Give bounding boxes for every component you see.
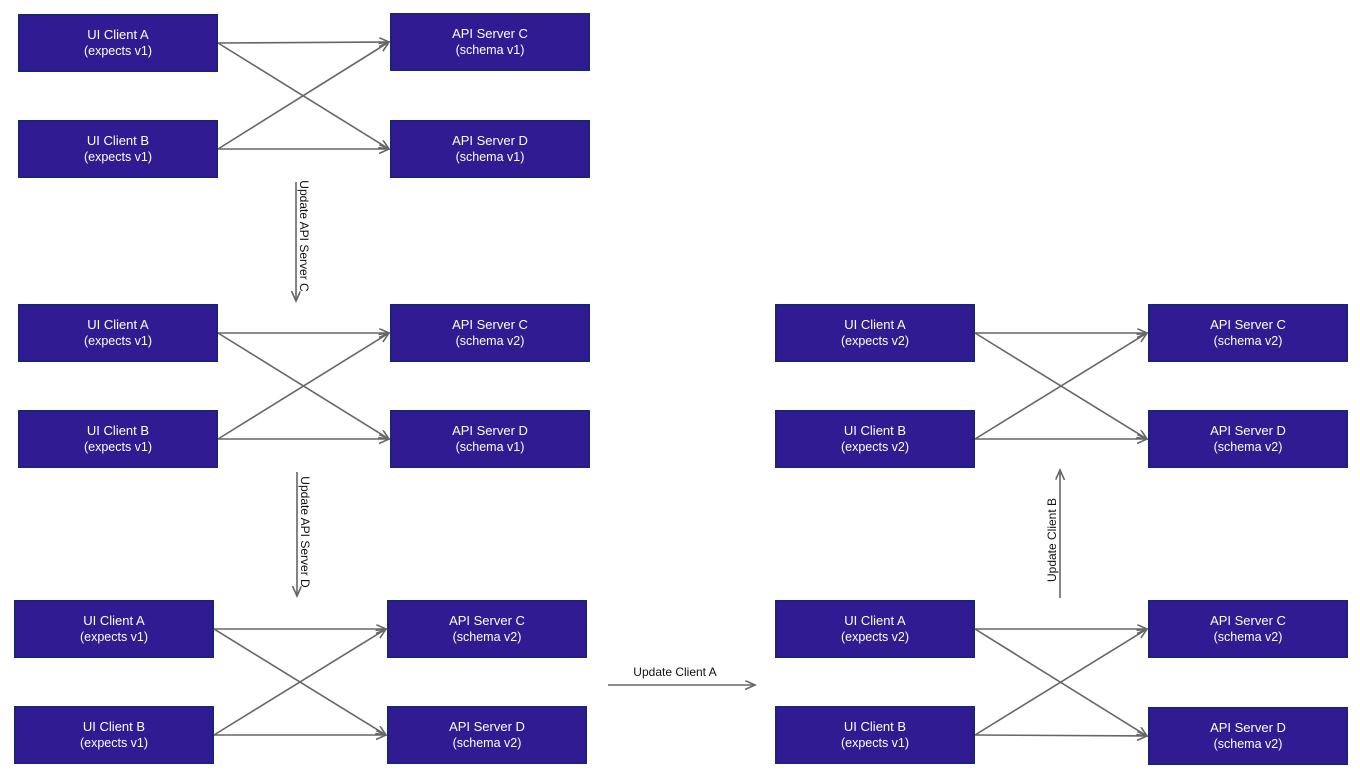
node-subtitle: (schema v2)	[452, 736, 522, 750]
node-s3-ui-client-b: UI Client B (expects v1)	[14, 706, 214, 764]
node-title: API Server C	[449, 613, 525, 628]
transition-label-update-client-b: Update Client B	[1045, 497, 1059, 583]
node-subtitle: (expects v1)	[83, 150, 153, 164]
edge-s5-ui-client-b-to-api-server-c	[974, 333, 1147, 440]
node-subtitle: (schema v1)	[455, 43, 525, 57]
node-title: API Server D	[452, 423, 528, 438]
edge-s1-ui-client-a-to-api-server-c	[217, 42, 389, 43]
node-subtitle: (expects v2)	[840, 630, 910, 644]
node-title: API Server D	[449, 719, 525, 734]
node-title: UI Client B	[86, 423, 150, 438]
node-s5-api-server-d: API Server D (schema v2)	[1148, 410, 1348, 468]
node-subtitle: (expects v1)	[79, 630, 149, 644]
node-s4-ui-client-a: UI Client A (expects v2)	[775, 600, 975, 658]
node-subtitle: (schema v2)	[455, 334, 525, 348]
node-title: API Server D	[452, 133, 528, 148]
node-s2-api-server-c: API Server C (schema v2)	[390, 304, 590, 362]
node-title: API Server C	[1210, 317, 1286, 332]
node-s4-ui-client-b: UI Client B (expects v1)	[775, 706, 975, 764]
node-s2-ui-client-b: UI Client B (expects v1)	[18, 410, 218, 468]
node-subtitle: (expects v1)	[79, 736, 149, 750]
node-title: UI Client B	[86, 133, 150, 148]
node-title: UI Client A	[83, 613, 145, 628]
edge-s2-ui-client-b-to-api-server-c	[217, 333, 389, 440]
node-title: UI Client B	[843, 423, 907, 438]
node-title: API Server C	[452, 317, 528, 332]
node-s1-ui-client-a: UI Client A (expects v1)	[18, 14, 218, 72]
node-title: UI Client B	[843, 719, 907, 734]
node-s2-api-server-d: API Server D (schema v1)	[390, 410, 590, 468]
node-subtitle: (schema v1)	[455, 440, 525, 454]
node-subtitle: (expects v2)	[840, 440, 910, 454]
edge-s4-ui-client-b-to-api-server-d	[974, 735, 1147, 736]
node-subtitle: (schema v2)	[1213, 737, 1283, 751]
node-s3-api-server-c: API Server C (schema v2)	[387, 600, 587, 658]
node-subtitle: (schema v2)	[1213, 630, 1283, 644]
node-subtitle: (schema v2)	[1213, 440, 1283, 454]
node-subtitle: (schema v2)	[1213, 334, 1283, 348]
edge-s4-ui-client-b-to-api-server-c	[974, 629, 1147, 736]
node-s1-api-server-c: API Server C (schema v1)	[390, 13, 590, 71]
node-title: UI Client A	[844, 317, 906, 332]
node-s5-api-server-c: API Server C (schema v2)	[1148, 304, 1348, 362]
node-title: API Server C	[452, 26, 528, 41]
transition-label-update-api-server-c: Update API Server C	[297, 180, 311, 292]
node-title: UI Client A	[87, 27, 149, 42]
node-title: UI Client A	[844, 613, 906, 628]
transition-label-update-client-a: Update Client A	[633, 665, 717, 679]
node-s1-api-server-d: API Server D (schema v1)	[390, 120, 590, 178]
node-title: API Server D	[1210, 720, 1286, 735]
transition-label-update-api-server-d: Update API Server D	[298, 476, 312, 588]
edge-s3-ui-client-b-to-api-server-c	[213, 629, 386, 736]
node-s2-ui-client-a: UI Client A (expects v1)	[18, 304, 218, 362]
node-title: UI Client B	[82, 719, 146, 734]
edge-s1-ui-client-b-to-api-server-c	[217, 42, 389, 150]
node-s5-ui-client-b: UI Client B (expects v2)	[775, 410, 975, 468]
node-s3-api-server-d: API Server D (schema v2)	[387, 706, 587, 764]
node-s1-ui-client-b: UI Client B (expects v1)	[18, 120, 218, 178]
node-subtitle: (expects v1)	[83, 44, 153, 58]
node-title: API Server C	[1210, 613, 1286, 628]
node-s3-ui-client-a: UI Client A (expects v1)	[14, 600, 214, 658]
node-subtitle: (schema v2)	[452, 630, 522, 644]
node-subtitle: (schema v1)	[455, 150, 525, 164]
node-subtitle: (expects v1)	[840, 736, 910, 750]
node-subtitle: (expects v2)	[840, 334, 910, 348]
node-s4-api-server-c: API Server C (schema v2)	[1148, 600, 1348, 658]
node-title: UI Client A	[87, 317, 149, 332]
node-title: API Server D	[1210, 423, 1286, 438]
node-subtitle: (expects v1)	[83, 334, 153, 348]
node-s5-ui-client-a: UI Client A (expects v2)	[775, 304, 975, 362]
node-s4-api-server-d: API Server D (schema v2)	[1148, 707, 1348, 765]
node-subtitle: (expects v1)	[83, 440, 153, 454]
